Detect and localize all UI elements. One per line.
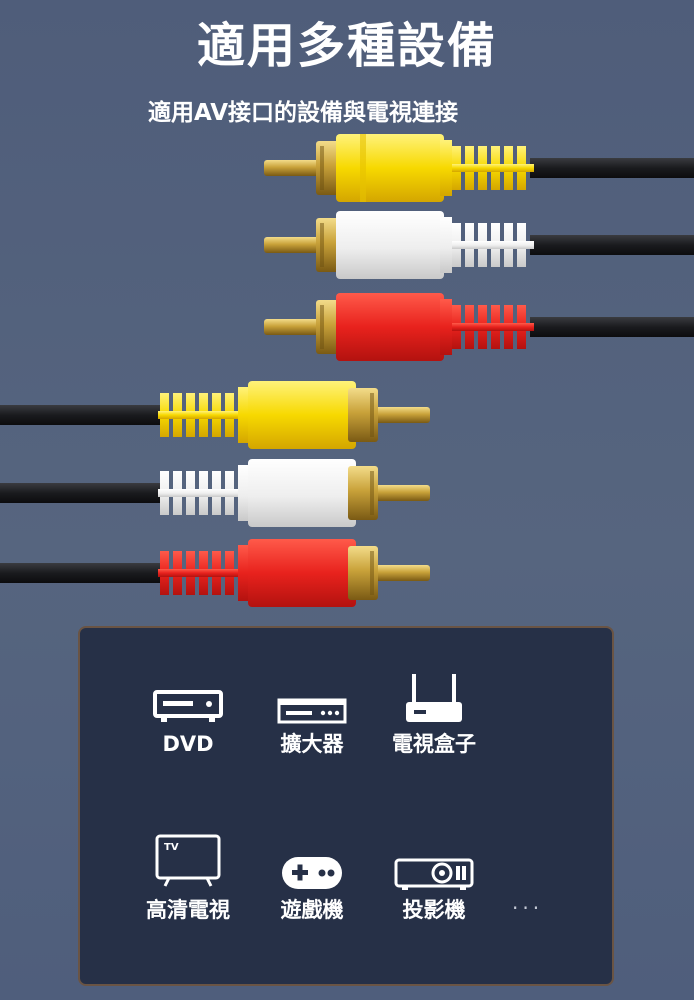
top-red-plug (264, 293, 694, 361)
dvd-player-icon (153, 690, 223, 722)
tv-icon: TV (155, 834, 221, 887)
device-game-console: 遊戲機 (252, 834, 372, 921)
bottom-yellow-plug (0, 381, 430, 449)
device-projector: 投影機 (374, 834, 494, 921)
more-devices-ellipsis: ··· (512, 896, 544, 920)
device-label: 擴大器 (280, 732, 344, 756)
amplifier-icon (277, 698, 347, 724)
device-label: 高清電視 (146, 898, 230, 922)
tv-box-router-icon (406, 674, 462, 722)
page-subtitle: 適用AV接口的設備與電視連接 (148, 100, 459, 126)
bottom-red-plug (0, 539, 430, 607)
top-white-plug (264, 211, 694, 279)
rca-cables-illustration (0, 134, 694, 607)
device-tv-box: 電視盒子 (374, 668, 494, 755)
device-label: 電視盒子 (392, 732, 476, 756)
page-title: 適用多種設備 (196, 18, 497, 74)
device-hd-tv: TV 高清電視 (128, 834, 248, 921)
device-label: 投影機 (402, 898, 466, 922)
device-label: DVD (162, 732, 214, 756)
compatible-devices-panel: DVD 擴大器 電視盒子 (78, 626, 614, 986)
device-label: 遊戲機 (280, 898, 344, 922)
device-dvd: DVD (128, 668, 248, 755)
top-yellow-plug (264, 134, 694, 202)
device-amplifier: 擴大器 (252, 668, 372, 755)
svg-text:TV: TV (164, 842, 179, 853)
projector-icon (394, 858, 474, 890)
bottom-white-plug (0, 459, 430, 527)
game-controller-icon (282, 857, 342, 889)
